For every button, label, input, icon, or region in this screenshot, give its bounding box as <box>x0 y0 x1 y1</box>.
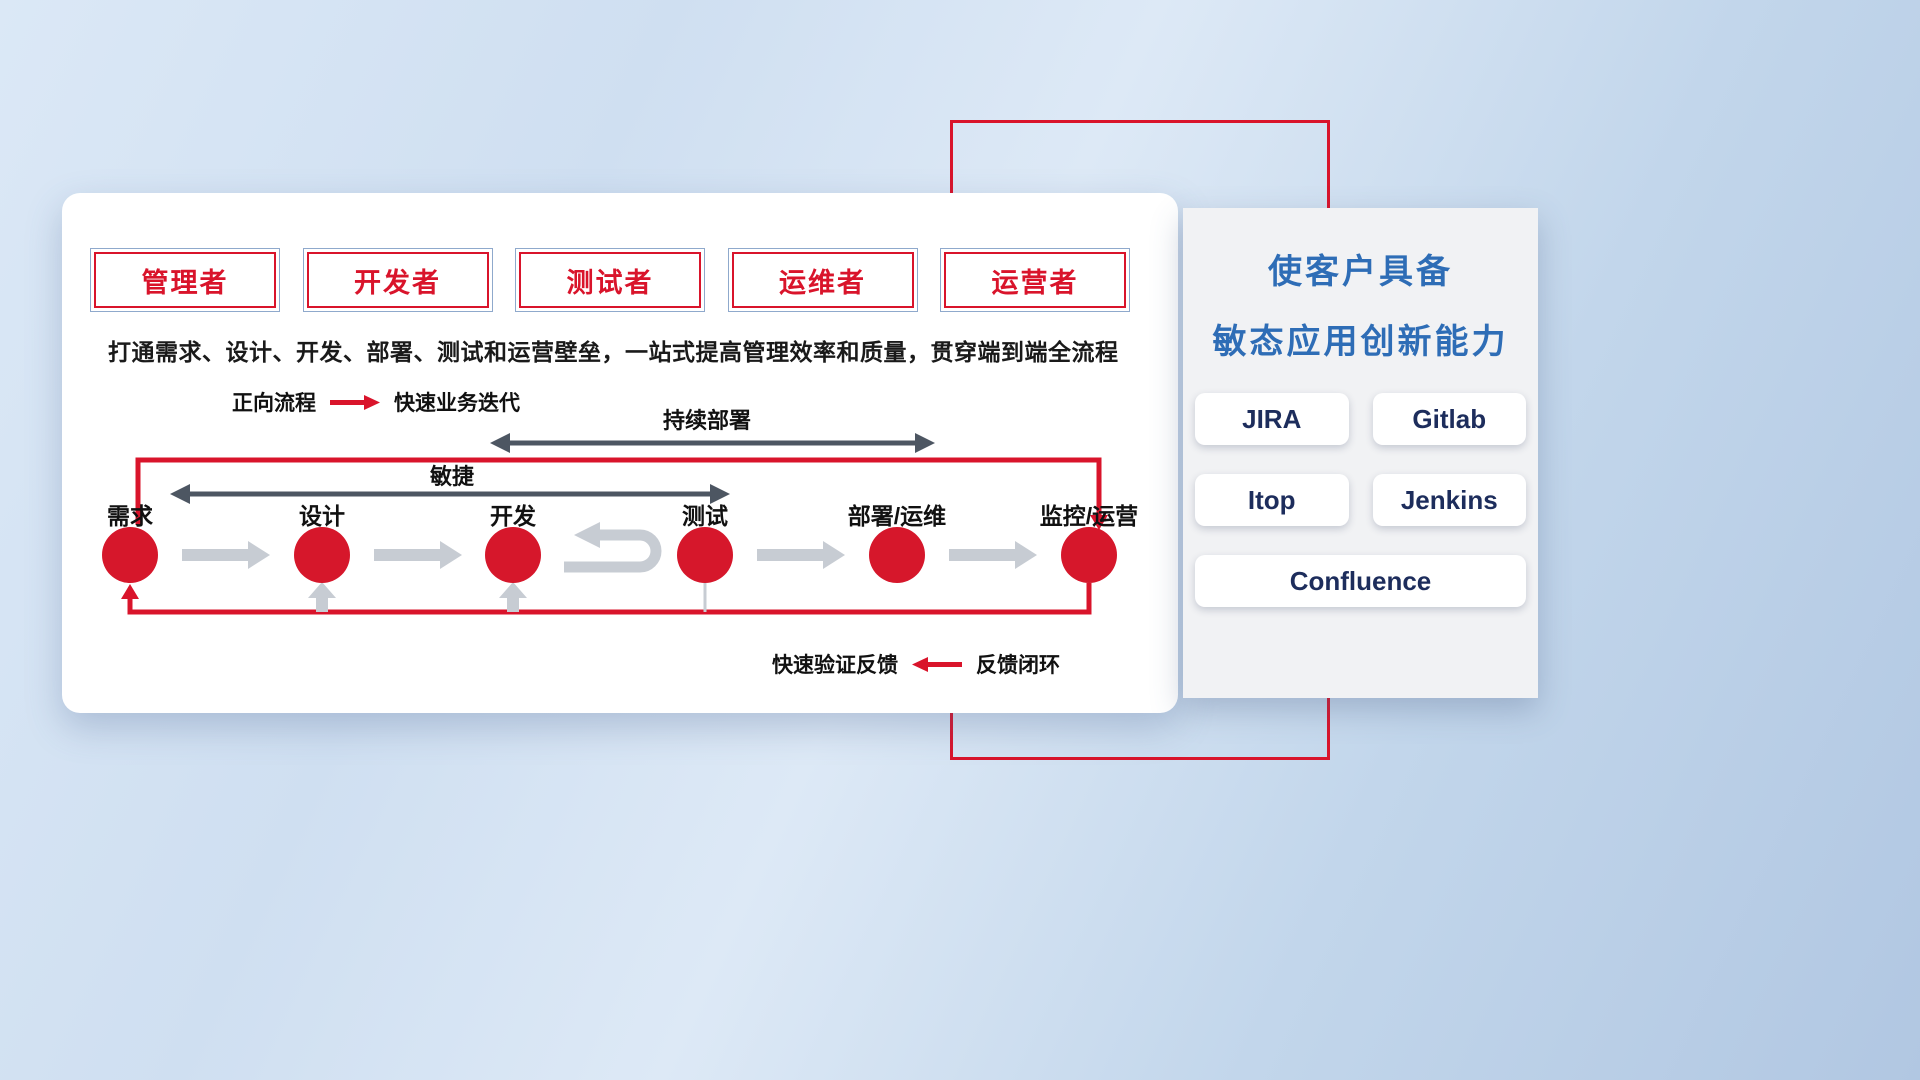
role-label-operator: 运维者 <box>731 252 914 308</box>
role-box-manager: 管理者 <box>90 248 280 312</box>
node-circle-deploy-ops <box>869 527 925 583</box>
side-panel-title-line2: 敏态应用创新能力 <box>1212 323 1509 361</box>
node-label-monitor-ops: 监控/运营 <box>1040 503 1138 529</box>
node-label-deploy-ops: 部署/运维 <box>848 503 946 529</box>
tool-chip-itop: Itop <box>1195 474 1349 526</box>
feedback-loop-arrowhead <box>121 584 139 599</box>
forward-legend-value: 快速业务迭代 <box>394 392 520 415</box>
role-label-developer: 开发者 <box>306 252 489 308</box>
arrow-test-to-deploy <box>757 541 845 569</box>
feedback-legend: 快速验证反馈 反馈闭环 <box>772 649 1060 679</box>
feedback-legend-value: 反馈闭环 <box>976 654 1060 677</box>
node-circle-monitor-ops <box>1061 527 1117 583</box>
feedback-loop-line <box>127 583 1092 615</box>
forward-flow-arrowhead <box>1090 515 1108 530</box>
tool-chip-gitlab: Gitlab <box>1372 393 1526 445</box>
devops-flow-diagram: 持续部署 敏捷 <box>102 408 1138 615</box>
node-circle-test <box>677 527 733 583</box>
forward-legend-label: 正向流程 <box>232 392 316 415</box>
continuous-deployment-label: 持续部署 <box>663 408 751 433</box>
iteration-loop-icon <box>564 522 662 573</box>
agile-label: 敏捷 <box>429 464 475 489</box>
role-box-operator: 运维者 <box>727 248 918 312</box>
tool-chip-jira: JIRA <box>1195 393 1349 445</box>
forward-legend: 正向流程 快速业务迭代 <box>232 387 520 417</box>
side-panel-title-line1: 使客户具备 <box>1268 253 1453 291</box>
node-circle-development <box>485 527 541 583</box>
role-label-manager: 管理者 <box>94 252 276 308</box>
arrow-deploy-to-monitor <box>949 541 1037 569</box>
feedback-arrow-icon <box>912 657 962 672</box>
role-box-developer: 开发者 <box>302 248 493 312</box>
node-circle-requirements <box>102 527 158 583</box>
side-panel: 使客户具备 敏态应用创新能力 JIRA Gitlab Itop Jenkins … <box>1183 208 1538 698</box>
node-label-design: 设计 <box>299 503 345 529</box>
role-box-tester: 测试者 <box>515 248 705 312</box>
tools-grid: JIRA Gitlab Itop Jenkins Confluence <box>1195 393 1526 607</box>
role-label-tester: 测试者 <box>519 252 701 308</box>
node-label-development: 开发 <box>490 503 536 529</box>
tool-chip-confluence: Confluence <box>1195 555 1526 607</box>
role-box-business-operator: 运营者 <box>940 248 1130 312</box>
role-label-business-operator: 运营者 <box>944 252 1126 308</box>
node-circle-design <box>294 527 350 583</box>
continuous-arrowhead-left <box>490 433 510 453</box>
forward-arrow-icon <box>330 395 380 410</box>
tool-chip-jenkins: Jenkins <box>1372 474 1526 526</box>
node-label-requirements: 需求 <box>107 503 153 529</box>
arrow-requirements-to-design <box>182 541 270 569</box>
feedback-legend-label: 快速验证反馈 <box>772 654 898 677</box>
agile-arrowhead-right <box>710 484 730 504</box>
design-feedback-up-arrow <box>308 582 336 612</box>
main-panel: 管理者 开发者 测试者 运维者 运营者 打通需求、设计、开发、部署、测试和运营壁… <box>62 193 1178 713</box>
node-label-test: 测试 <box>682 503 728 529</box>
forward-flow-line <box>135 457 1102 525</box>
agile-arrowhead-left <box>170 484 190 504</box>
arrow-design-to-development <box>374 541 462 569</box>
development-feedback-up-arrow <box>499 582 527 612</box>
continuous-arrowhead-right <box>915 433 935 453</box>
description-text: 打通需求、设计、开发、部署、测试和运营壁垒，一站式提高管理效率和质量，贯穿端到端… <box>108 339 1119 365</box>
roles-row: 管理者 开发者 测试者 运维者 运营者 <box>90 248 1130 314</box>
